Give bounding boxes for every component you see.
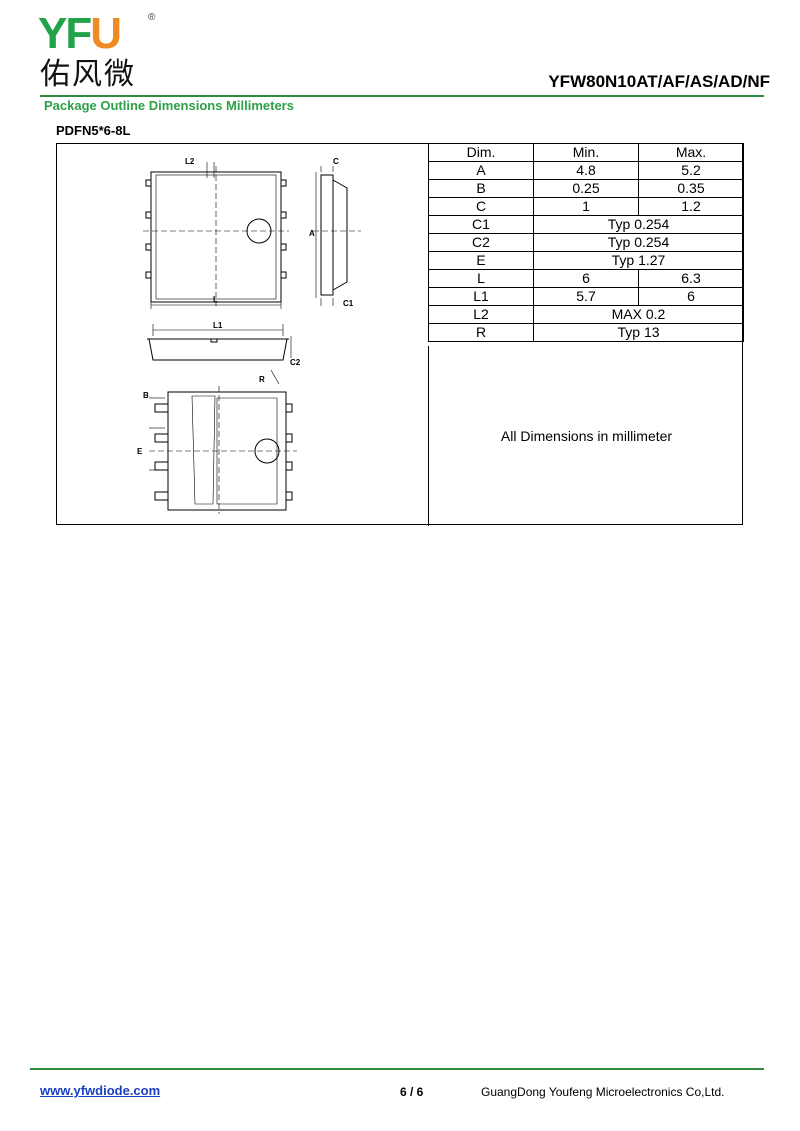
- company-name: GuangDong Youfeng Microelectronics Co,Lt…: [481, 1085, 725, 1099]
- header-divider: [40, 95, 764, 97]
- logo-wordmark: YFU: [38, 9, 122, 58]
- label-r: R: [259, 375, 265, 384]
- header-dim: Dim.: [428, 143, 534, 162]
- company-logo: YFU ® 佑风微: [38, 12, 168, 94]
- label-a: A: [309, 229, 315, 238]
- header-min: Min.: [533, 143, 639, 162]
- package-outline-frame: L2 C A L C1 L1 C2 R B E Dim. Min. Max. A…: [56, 143, 744, 526]
- package-name: PDFN5*6-8L: [56, 123, 131, 138]
- label-l: L: [213, 295, 218, 304]
- section-title: Package Outline Dimensions Millimeters: [44, 98, 294, 113]
- label-c2: C2: [290, 358, 301, 367]
- label-c1: C1: [343, 299, 354, 308]
- package-outline-drawing: L2 C A L C1 L1 C2 R B E: [137, 157, 361, 514]
- note-text: All Dimensions in millimeter: [500, 428, 673, 444]
- label-l2: L2: [185, 157, 195, 166]
- label-c: C: [333, 157, 339, 166]
- dimension-note: All Dimensions in millimeter: [428, 346, 744, 526]
- label-l1: L1: [213, 321, 223, 330]
- logo-chinese-name: 佑风微: [40, 57, 136, 92]
- label-e: E: [137, 447, 143, 456]
- registered-mark: ®: [148, 12, 156, 23]
- page-number: 6 / 6: [400, 1085, 424, 1099]
- label-b: B: [143, 391, 149, 400]
- table-header-row: Dim. Min. Max.: [428, 143, 744, 162]
- website-link[interactable]: www.yfwdiode.com: [40, 1083, 161, 1098]
- part-number: YFW80N10AT/AF/AS/AD/NF: [548, 72, 770, 91]
- footer-divider: [30, 1068, 764, 1070]
- header-max: Max.: [638, 143, 744, 162]
